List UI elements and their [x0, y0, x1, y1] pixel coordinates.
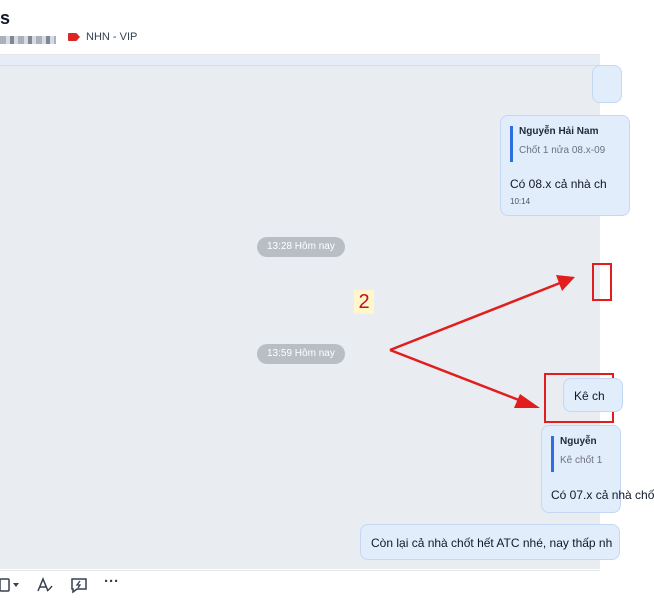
- message-bubble[interactable]: Nguyễn Kê chốt 1 Có 07.x cả nhà chố: [541, 425, 654, 513]
- quote-text: Kê chốt 1: [560, 455, 603, 466]
- arrow-line-upper: [389, 281, 561, 352]
- quick-message-button[interactable]: [70, 577, 88, 594]
- quote-sender: Nguyễn: [560, 436, 597, 447]
- chat-area: Nguyễn Hải Nam Chốt 1 nửa 08.x-09 Có 08.…: [0, 55, 654, 569]
- message-text: Có 08.x cả nhà ch: [510, 177, 607, 191]
- conversation-title: s: [0, 8, 11, 28]
- dropdown-icon: [13, 583, 19, 587]
- tag-label: NHN - VIP: [86, 31, 138, 43]
- previous-message-edge: [0, 55, 600, 66]
- quote-text: Chốt 1 nửa 08.x-09: [519, 145, 606, 156]
- message-text: Còn lại cả nhà chốt hết ATC nhé, nay thấ…: [371, 536, 613, 550]
- quote-sender: Nguyễn Hải Nam: [519, 126, 599, 137]
- arrowhead-lower: [514, 394, 540, 408]
- chat-header: s NHN - VIP: [0, 0, 600, 55]
- annotation-box-upper: [592, 263, 612, 301]
- blurred-name: [0, 36, 56, 44]
- time-separator: 13:59 Hôm nay: [257, 344, 345, 364]
- arrow-line-lower: [389, 348, 525, 404]
- annotation-arrows: [389, 275, 575, 408]
- reply-quote[interactable]: Nguyễn Kê chốt 1: [551, 436, 602, 472]
- message-text: Kê ch: [574, 389, 605, 403]
- tag-icon: [68, 33, 80, 41]
- composer-toolbar: ···: [0, 570, 600, 601]
- format-text-icon: [37, 577, 53, 592]
- message-time: 10:14: [510, 197, 531, 206]
- more-button[interactable]: ···: [104, 573, 119, 590]
- annotation-number: 2: [354, 290, 374, 314]
- message-bubble[interactable]: Còn lại cả nhà chốt hết ATC nhé, nay thấ…: [360, 524, 620, 560]
- arrowhead-upper: [556, 275, 575, 291]
- time-separator: 13:28 Hôm nay: [257, 237, 345, 257]
- label-tag[interactable]: NHN - VIP: [68, 31, 137, 43]
- quick-message-icon: [71, 578, 87, 594]
- more-icon: ···: [104, 573, 119, 590]
- message-bubble[interactable]: Nguyễn Hải Nam Chốt 1 nửa 08.x-09 Có 08.…: [500, 115, 630, 216]
- message-bubble[interactable]: Kê ch: [563, 378, 623, 412]
- message-text: Có 07.x cả nhà chố: [551, 488, 654, 502]
- message-bubble-partial[interactable]: [592, 65, 622, 103]
- format-text-button[interactable]: [36, 577, 54, 593]
- reply-quote[interactable]: Nguyễn Hải Nam Chốt 1 nửa 08.x-09: [510, 126, 605, 162]
- attach-file-button[interactable]: [0, 577, 22, 593]
